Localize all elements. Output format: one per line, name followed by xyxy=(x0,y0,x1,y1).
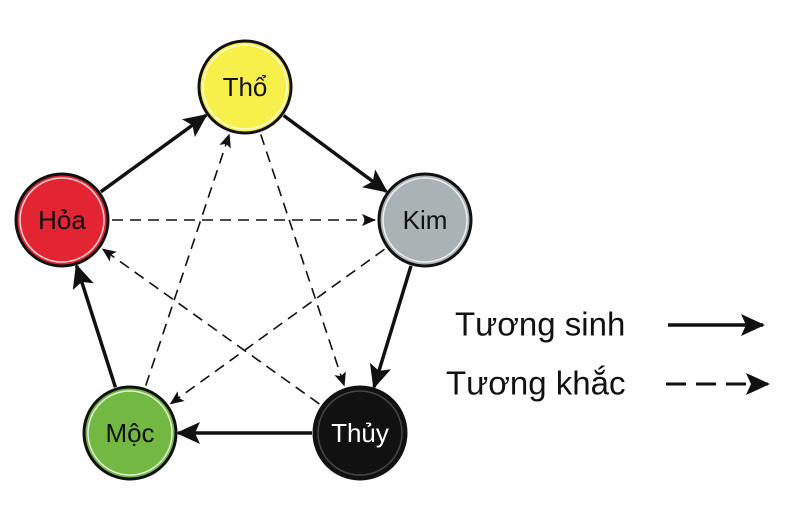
node-tho-circle xyxy=(197,39,293,135)
node-moc-ring xyxy=(87,390,173,476)
node-hoa: Hỏa xyxy=(14,172,110,268)
node-kim-circle xyxy=(377,172,473,268)
node-thuy-ring xyxy=(317,390,403,476)
node-hoa-label: Hỏa xyxy=(38,205,86,235)
node-thuy-label: Thủy xyxy=(331,418,389,448)
khac-edge-kim-moc xyxy=(169,248,385,405)
legend-khac-label: Tương khắc xyxy=(446,365,625,402)
sinh-edge-kim-thuy xyxy=(369,265,413,390)
node-kim: Kim xyxy=(377,172,473,268)
node-tho-ring xyxy=(202,44,288,130)
node-tho: Thổ xyxy=(197,39,293,135)
legend: Tương sinh Tương khắc xyxy=(446,306,770,402)
khac-edge-moc-tho xyxy=(145,133,231,386)
khac-edge-thuy-hoa xyxy=(101,248,320,405)
sinh-edge-moc-hoa xyxy=(72,263,118,388)
node-moc-circle xyxy=(82,385,178,481)
node-tho-label: Thổ xyxy=(223,72,268,102)
sinh-edge-hoa-tho xyxy=(99,113,208,194)
node-hoa-circle xyxy=(14,172,110,268)
sinh-edge-tho-kim xyxy=(282,114,389,193)
node-kim-label: Kim xyxy=(403,205,448,235)
tuong-sinh-edges xyxy=(72,113,413,444)
khac-edge-tho-thuy xyxy=(260,134,346,387)
node-moc: Mộc xyxy=(82,385,178,481)
tuong-khac-edges xyxy=(101,133,385,405)
node-thuy-circle xyxy=(312,385,408,481)
legend-sinh-label: Tương sinh xyxy=(455,306,625,343)
node-hoa-ring xyxy=(19,177,105,263)
node-kim-ring xyxy=(382,177,468,263)
node-moc-label: Mộc xyxy=(105,418,154,448)
node-thuy: Thủy xyxy=(312,385,408,481)
